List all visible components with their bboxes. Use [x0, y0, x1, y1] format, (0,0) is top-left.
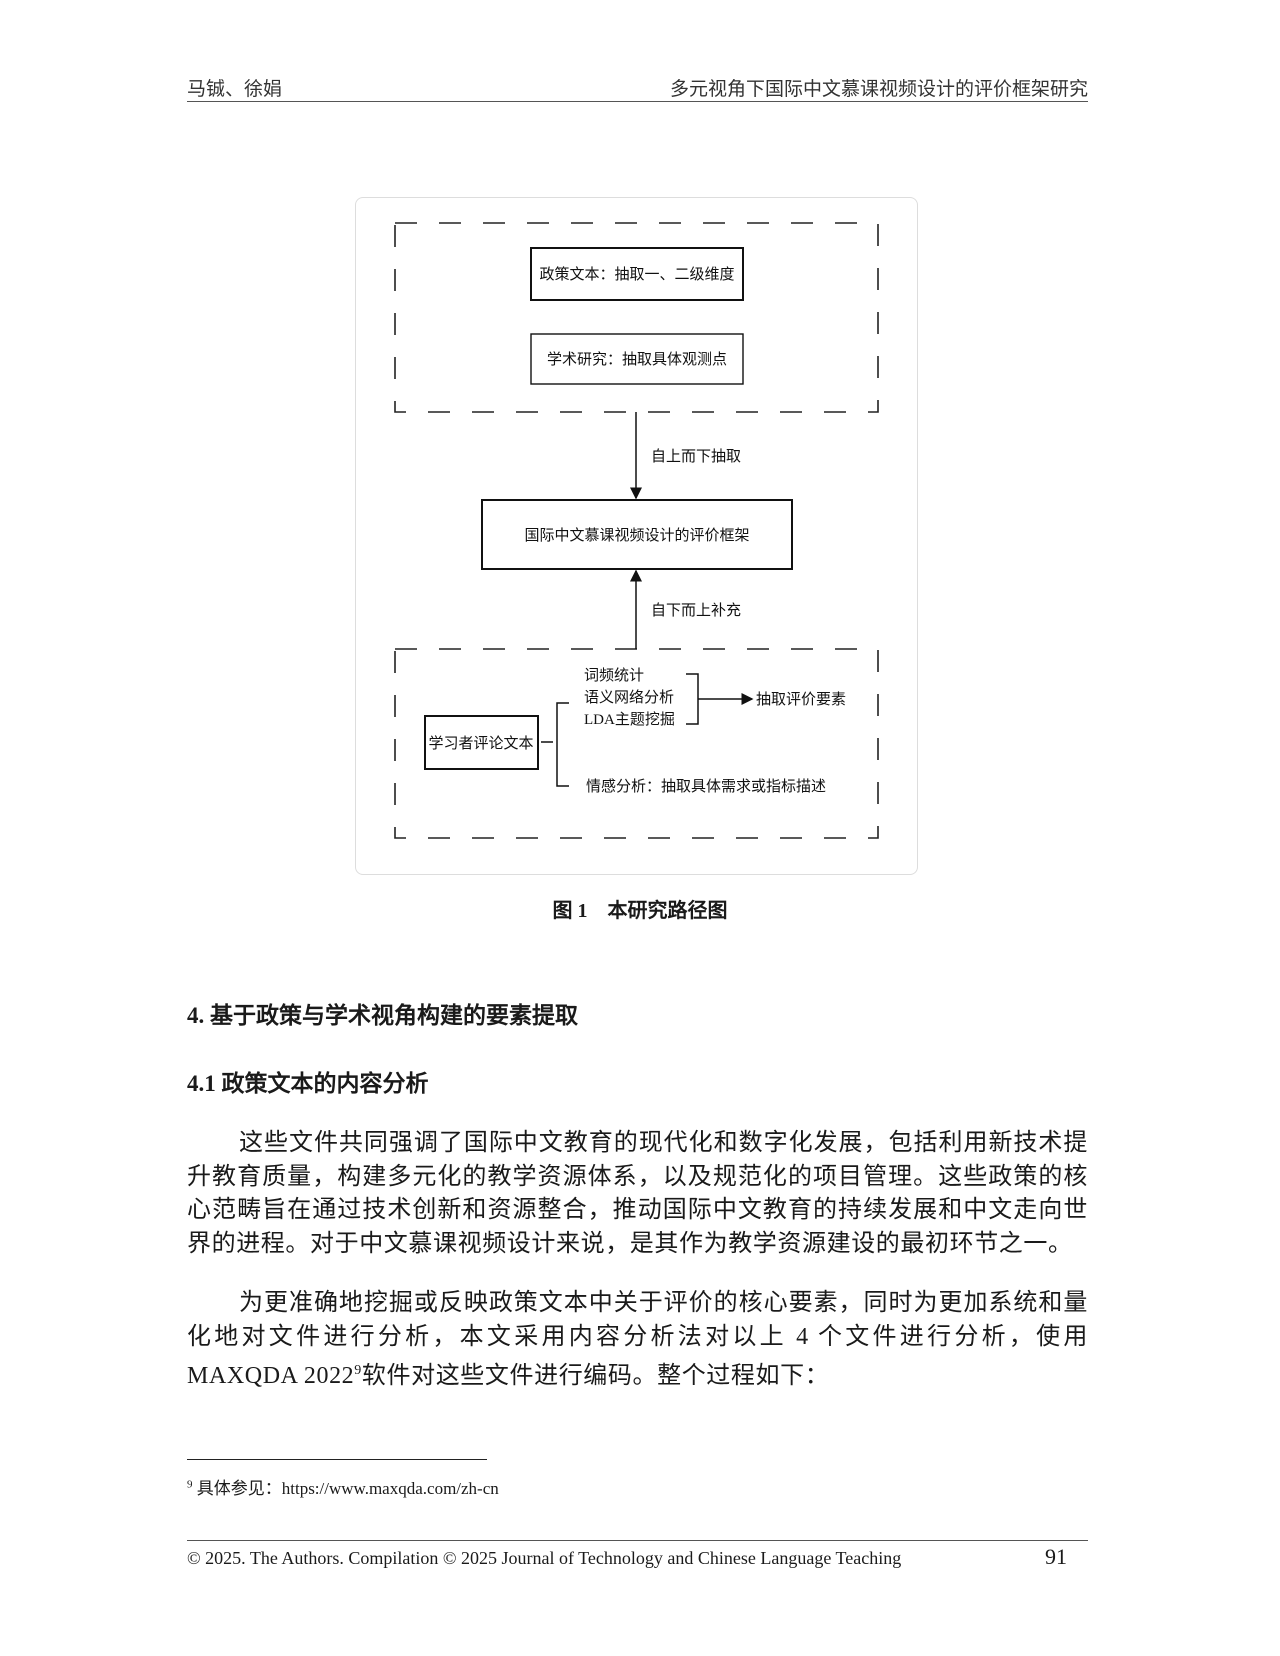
framework-box — [481, 499, 793, 570]
header-title: 多元视角下国际中文慕课视频设计的评价框架研究 — [669, 79, 1088, 100]
methods-bracket — [686, 673, 699, 725]
extract-elements-label: 抽取评价要素 — [756, 691, 846, 708]
footnote-ref[interactable]: 9 — [354, 1363, 362, 1378]
policy-box — [530, 247, 744, 301]
paragraph-2-text-end: 软件对这些文件进行编码。整个过程如下： — [361, 1363, 830, 1389]
top-down-label: 自上而下抽取 — [651, 448, 741, 465]
method-word-frequency: 词频统计 — [584, 667, 644, 684]
footer-copyright: © 2025. The Authors. Compilation © 2025 … — [187, 1548, 902, 1568]
paragraph-2-text: 为更准确地挖掘或反映政策文本中关于评价的核心要素，同时为更加系统和量化地对文件进… — [187, 1290, 1088, 1389]
method-semantic-network: 语义网络分析 — [584, 689, 674, 706]
academic-box — [530, 333, 744, 385]
header-rule — [187, 101, 1088, 102]
section-heading: 4. 基于政策与学术视角构建的要素提取 — [187, 1003, 578, 1028]
footnote-mark: 9 — [187, 1478, 193, 1491]
footnote-text: 具体参见：https://www.maxqda.com/zh-cn — [192, 1479, 499, 1498]
learner-box-label: 学习者评论文本 — [428, 735, 533, 752]
sentiment-label: 情感分析：抽取具体需求或指标描述 — [586, 778, 826, 795]
paragraph-2: 为更准确地挖掘或反映政策文本中关于评价的核心要素，同时为更加系统和量化地对文件进… — [187, 1287, 1088, 1394]
framework-box-label: 国际中文慕课视频设计的评价框架 — [524, 527, 749, 544]
branch-bracket — [556, 702, 569, 787]
header-authors: 马铖、徐娟 — [187, 79, 283, 100]
footnote-rule — [187, 1459, 487, 1460]
paragraph-1: 这些文件共同强调了国际中文教育的现代化和数字化发展，包括利用新技术提升教育质量，… — [187, 1130, 1088, 1257]
policy-box-label: 政策文本：抽取一、二级维度 — [539, 266, 734, 283]
subsection-heading: 4.1 政策文本的内容分析 — [187, 1071, 429, 1096]
footnote: 9 具体参见：https://www.maxqda.com/zh-cn — [187, 1474, 499, 1499]
top-dashed-group — [394, 222, 879, 413]
figure-caption: 图 1 本研究路径图 — [552, 900, 728, 922]
bottom-up-label: 自下而上补充 — [651, 602, 741, 619]
method-lda: LDA主题挖掘 — [584, 711, 675, 728]
learner-box — [424, 715, 539, 770]
academic-box-label: 学术研究：抽取具体观测点 — [547, 351, 727, 368]
footer-rule — [187, 1540, 1088, 1541]
page-number: 91 — [1045, 1544, 1067, 1569]
